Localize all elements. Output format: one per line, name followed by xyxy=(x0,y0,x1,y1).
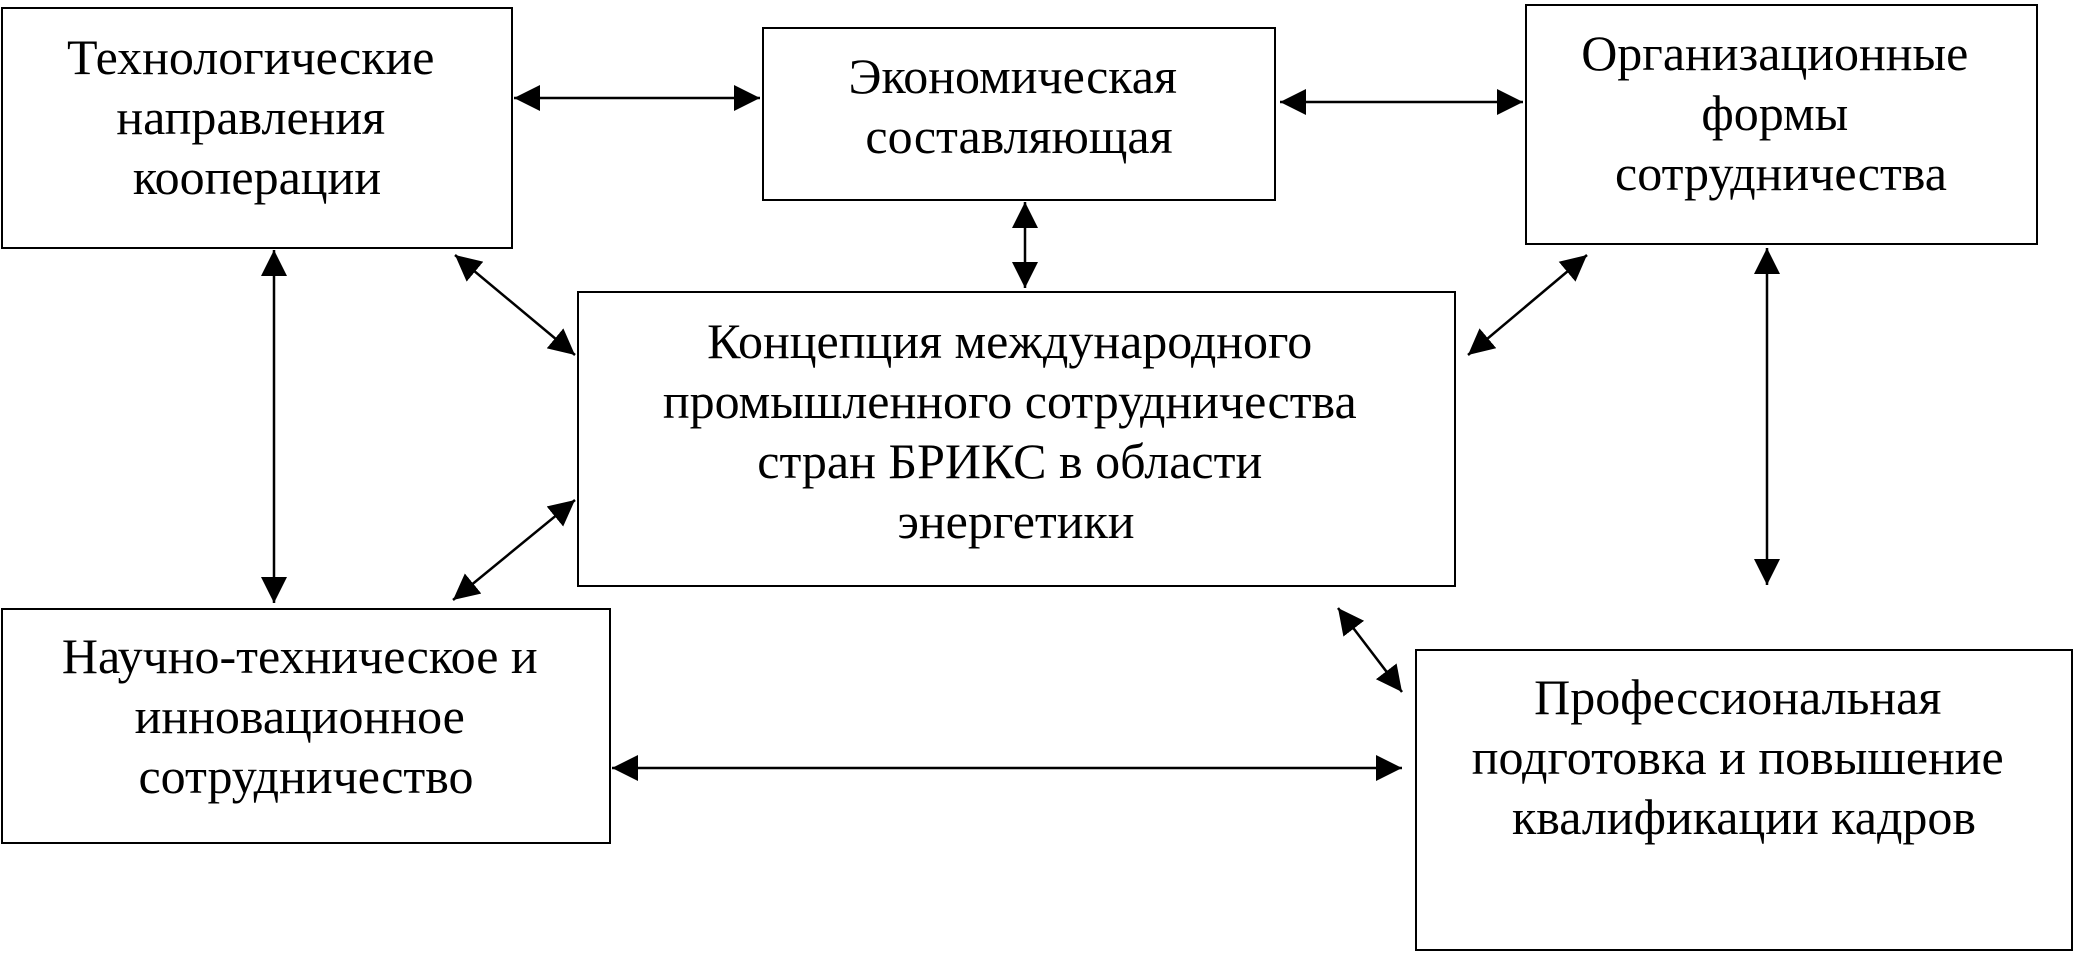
node-science: Научно-техническое и инновационное сотру… xyxy=(1,608,611,844)
node-science-line: сотрудничество xyxy=(138,748,473,804)
node-concept-line: Концепция международного xyxy=(707,313,1312,369)
node-org-text: Организационные формы сотрудничества xyxy=(1581,25,1981,201)
node-tech: Технологические направления кооперации xyxy=(1,7,513,249)
node-econ-text: Экономическая составляющая xyxy=(849,48,1190,164)
node-concept: Концепция международного промышленного с… xyxy=(577,291,1456,587)
node-tech-line: Технологические xyxy=(67,29,435,85)
nodes: Технологические направления кооперации Э… xyxy=(1,4,2073,951)
node-concept-line: промышленного сотрудничества xyxy=(663,373,1357,429)
node-training-line: подготовка и повышение xyxy=(1472,729,2004,785)
node-training-text: Профессиональная подготовка и повышение … xyxy=(1472,669,2017,845)
node-org: Организационные формы сотрудничества xyxy=(1525,4,2038,245)
node-tech-line: направления xyxy=(116,89,385,145)
node-org-line: формы xyxy=(1701,85,1848,141)
node-concept-text: Концепция международного промышленного с… xyxy=(663,313,1369,549)
connections xyxy=(261,85,1780,781)
node-science-line: Научно-техническое и xyxy=(62,628,538,684)
node-tech-text: Технологические направления кооперации xyxy=(67,29,447,205)
node-concept-line: энергетики xyxy=(897,493,1134,549)
node-econ: Экономическая составляющая xyxy=(762,27,1276,201)
node-concept-line: стран БРИКС в области xyxy=(757,433,1262,489)
node-science-text: Научно-техническое и инновационное сотру… xyxy=(62,628,550,804)
node-training-line: Профессиональная xyxy=(1534,669,1941,725)
edge-org-concept xyxy=(1467,254,1588,356)
node-econ-line: составляющая xyxy=(865,108,1172,164)
edge-science-concept xyxy=(452,499,576,601)
node-training-line: квалификации кадров xyxy=(1512,789,1976,845)
node-tech-line: кооперации xyxy=(133,149,381,205)
edge-concept-training xyxy=(1337,607,1403,693)
node-org-line: Организационные xyxy=(1581,25,1968,81)
edge-tech-concept xyxy=(454,254,576,356)
node-science-line: инновационное xyxy=(135,688,465,744)
node-econ-line: Экономическая xyxy=(849,48,1177,104)
node-training: Профессиональная подготовка и повышение … xyxy=(1415,649,2073,951)
node-org-line: сотрудничества xyxy=(1615,145,1947,201)
